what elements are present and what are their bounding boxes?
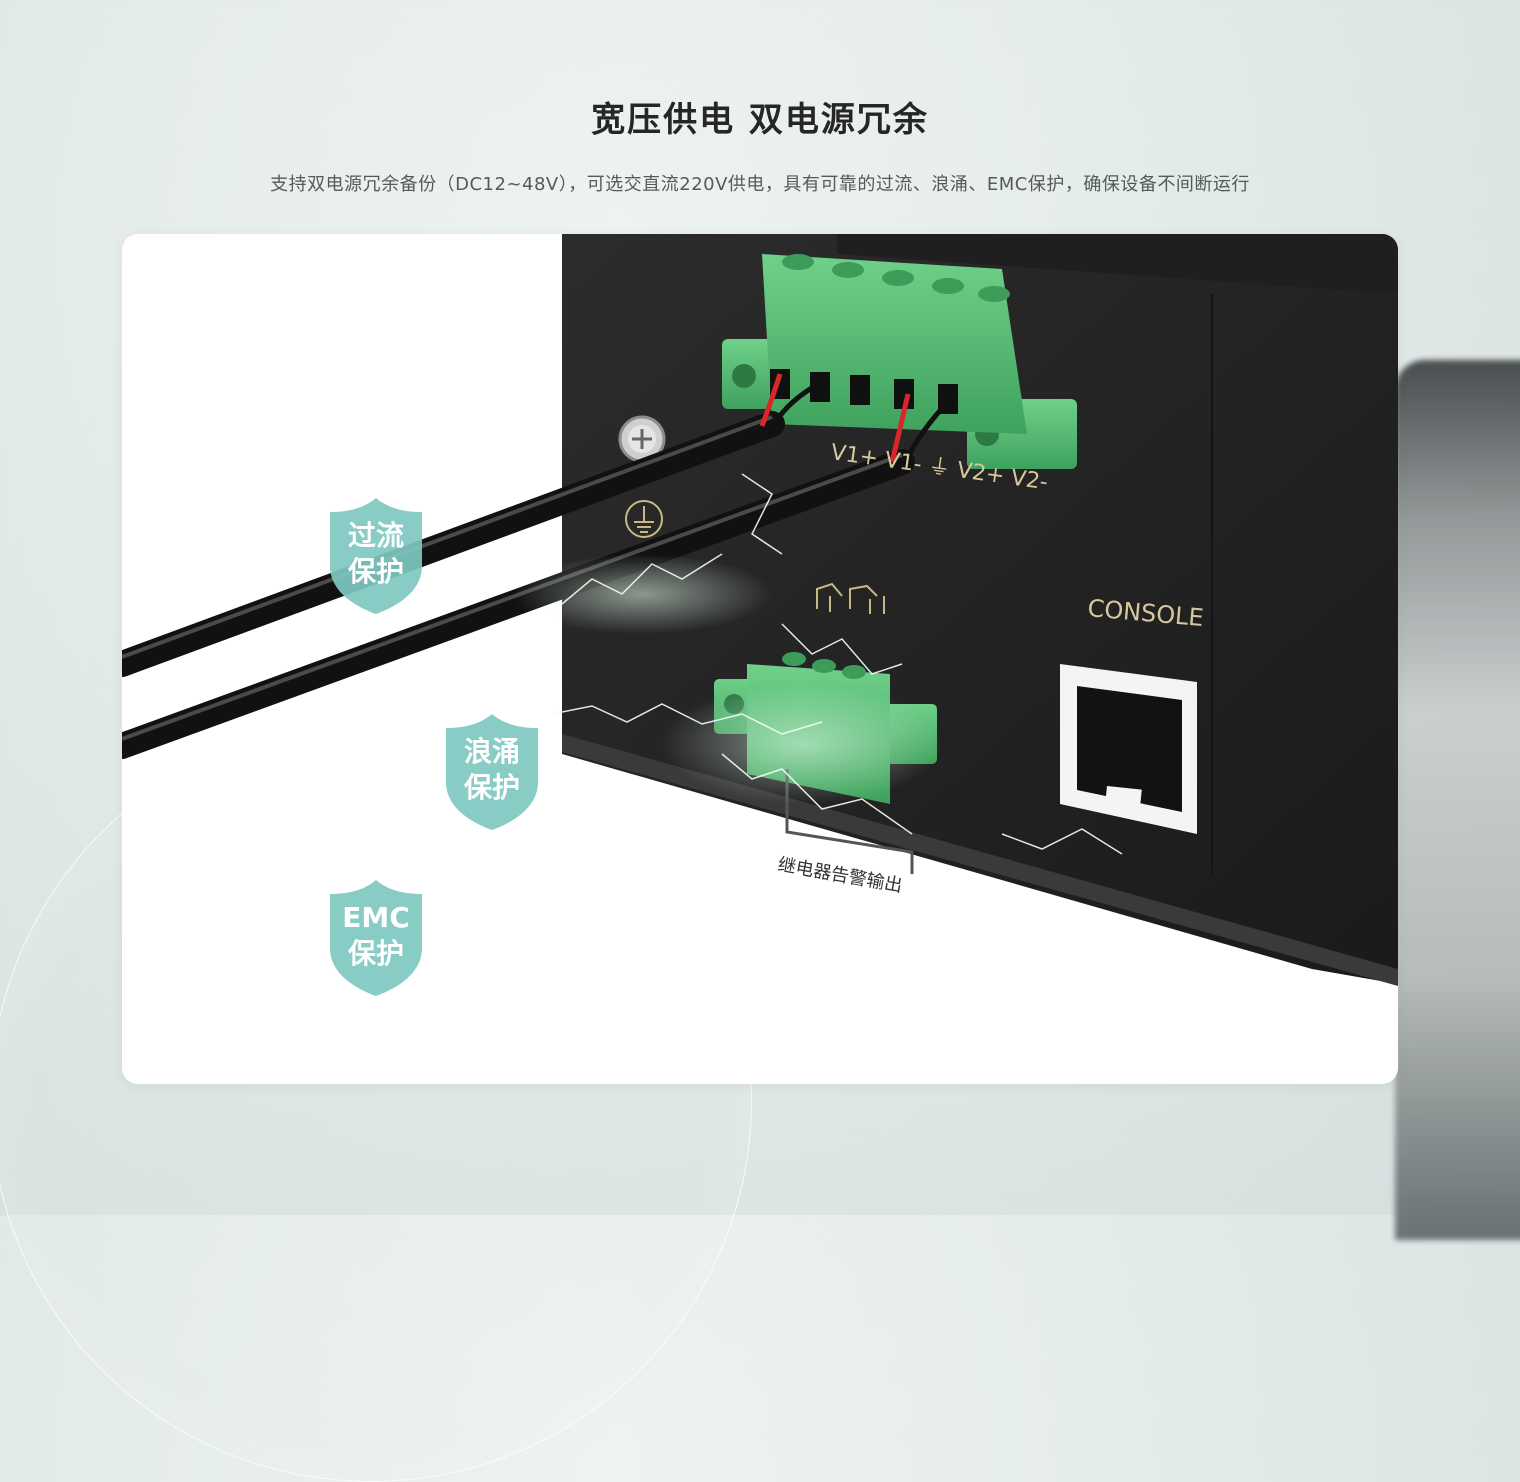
surge-protection-badge: 浪涌 保护 <box>444 712 540 832</box>
device-illustration: V1+ V1- ⏚ V2+ V2- 继电器告警输出 <box>122 234 1398 986</box>
relay-symbol-icon <box>816 582 885 614</box>
power-cables <box>122 373 950 759</box>
overcurrent-protection-badge: 过流 保护 <box>328 496 424 616</box>
page-title: 宽压供电 双电源冗余 <box>591 100 929 140</box>
power-terminal-block <box>722 254 1077 469</box>
console-port: CONSOLE <box>1060 594 1205 834</box>
earth-symbol-icon <box>625 500 663 538</box>
shield-icon <box>330 880 422 996</box>
emc-protection-badge: EMC 保护 <box>328 878 424 998</box>
background-device-blur <box>1395 360 1520 1240</box>
lightning-effect <box>551 473 1123 855</box>
shield-icon <box>446 714 538 830</box>
relay-output-label: 继电器告警输出 <box>776 854 904 897</box>
ground-screw-icon <box>618 415 666 463</box>
shield-icon <box>330 498 422 614</box>
page-subtitle: 支持双电源冗余备份（DC12~48V），可选交直流220V供电，具有可靠的过流、… <box>270 174 1250 195</box>
product-image-card: V1+ V1- ⏚ V2+ V2- 继电器告警输出 <box>122 234 1398 1084</box>
